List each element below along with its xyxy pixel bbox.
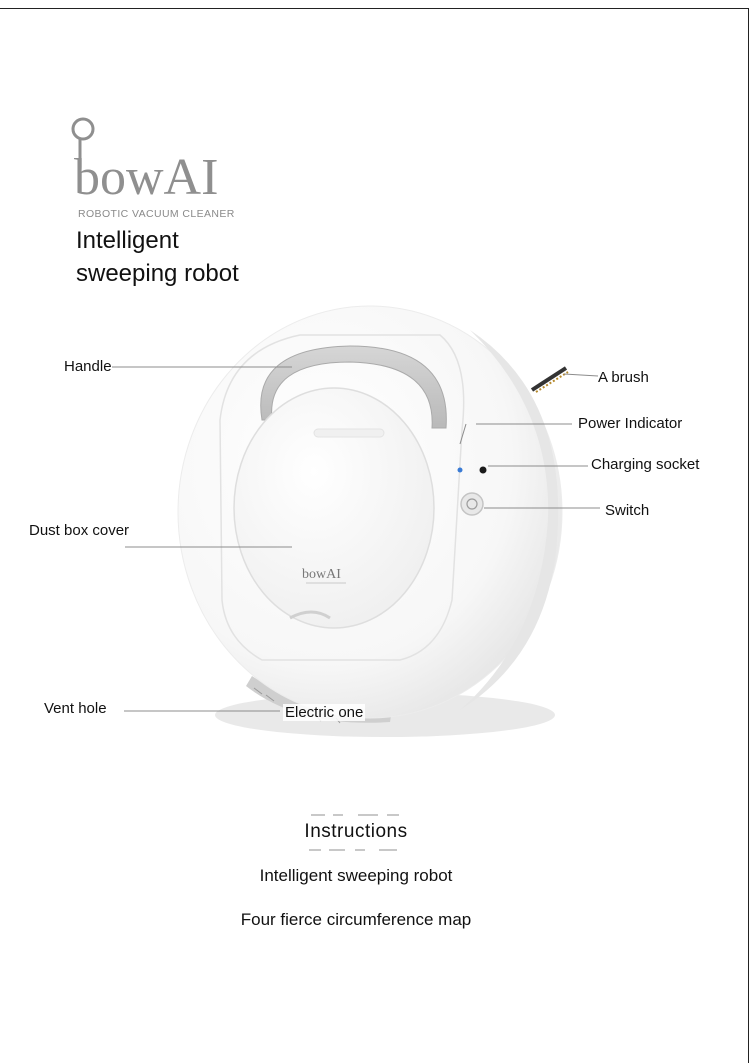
label-vent-hole: Vent hole [44,700,107,717]
instructions-line-1: Intelligent sweeping robot [259,866,453,885]
instructions-line-2: Four fierce circumference map [240,910,472,929]
brand-logo-text: bowAI [74,149,218,206]
page-headline: Intelligent sweeping robot [76,224,239,290]
dust-box-cover [233,387,435,629]
brand-logo-subtitle: ROBOTIC VACUUM CLEANER [78,208,235,220]
label-power-indicator: Power Indicator [578,415,683,432]
charging-socket-port [479,466,487,474]
faded-text-artifact-top [311,814,399,816]
carry-handle [260,345,447,429]
page-border-top [0,8,748,9]
label-brush: A brush [598,369,649,386]
faded-text-artifact-bottom [309,849,397,851]
label-electric: Electric one [283,704,366,721]
brand-logo: bowAI ROBOTIC VACUUM CLEANER [66,116,246,226]
page-border-right [748,8,749,1063]
lid-latch [289,610,331,620]
label-charging-socket: Charging socket [591,456,700,473]
headline-line-2: sweeping robot [76,260,239,287]
instructions-title: Instructions [304,821,408,842]
cover-logo-text: bowAI [302,567,341,582]
brand-logo-mark: bowAI [71,117,218,206]
side-brush [530,366,569,393]
power-switch [460,492,484,516]
label-switch: Switch [605,502,650,519]
robot-side-rim [460,330,559,710]
leader-lines [112,366,600,712]
lid-grip [313,428,385,438]
power-indicator-led [457,467,463,473]
top-plate-outline [219,334,465,661]
headline-line-1: Intelligent [76,227,179,254]
label-handle: Handle [64,358,112,375]
label-dust-box-cover: Dust box cover [29,522,130,539]
